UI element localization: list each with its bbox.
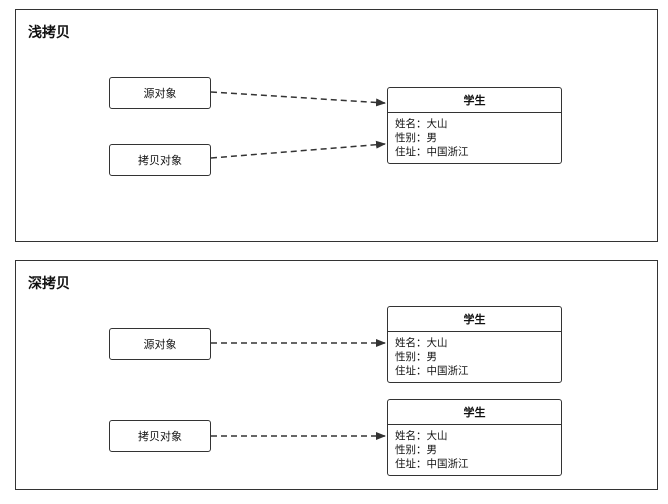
deep-copy-panel: 深拷贝 源对象 拷贝对象 学生 姓名：大山 性别：男 住址：中国浙江 学生 姓名… [15, 260, 658, 490]
student-gender-field: 性别：男 [395, 351, 437, 363]
student-gender-field: 性别：男 [395, 132, 437, 144]
student-gender-field: 性别：男 [395, 444, 437, 456]
deep-copy-object: 拷贝对象 [109, 420, 211, 452]
student-class-header: 学生 [388, 88, 561, 113]
student-address-field: 住址：中国浙江 [395, 458, 469, 470]
shallow-source-label: 源对象 [143, 87, 177, 100]
student-class-fields: 姓名：大山 性别：男 住址：中国浙江 [388, 332, 561, 382]
deep-student-class-a: 学生 姓名：大山 性别：男 住址：中国浙江 [387, 306, 562, 383]
student-class-header: 学生 [388, 400, 561, 425]
shallow-copy-object: 拷贝对象 [109, 144, 211, 176]
deep-copy-label: 拷贝对象 [138, 430, 182, 443]
student-class-header: 学生 [388, 307, 561, 332]
shallow-copy-arrow [210, 140, 386, 159]
student-address-field: 住址：中国浙江 [395, 146, 469, 158]
student-name-field: 姓名：大山 [395, 430, 448, 442]
shallow-copy-panel: 浅拷贝 源对象 拷贝对象 学生 姓名：大山 性别：男 住址：中国浙江 [15, 9, 658, 242]
deep-source-label: 源对象 [143, 338, 177, 351]
student-class-fields: 姓名：大山 性别：男 住址：中国浙江 [388, 113, 561, 163]
student-address-field: 住址：中国浙江 [395, 365, 469, 377]
deep-copy-title: 深拷贝 [28, 276, 70, 292]
student-name-field: 姓名：大山 [395, 118, 448, 130]
student-class-fields: 姓名：大山 性别：男 住址：中国浙江 [388, 425, 561, 475]
deep-source-object: 源对象 [109, 328, 211, 360]
shallow-source-object: 源对象 [109, 77, 211, 109]
shallow-copy-title: 浅拷贝 [28, 25, 70, 41]
shallow-copy-label: 拷贝对象 [138, 154, 182, 167]
deep-student-class-b: 学生 姓名：大山 性别：男 住址：中国浙江 [387, 399, 562, 476]
student-name-field: 姓名：大山 [395, 337, 448, 349]
shallow-student-class: 学生 姓名：大山 性别：男 住址：中国浙江 [387, 87, 562, 164]
shallow-source-arrow [210, 91, 386, 107]
